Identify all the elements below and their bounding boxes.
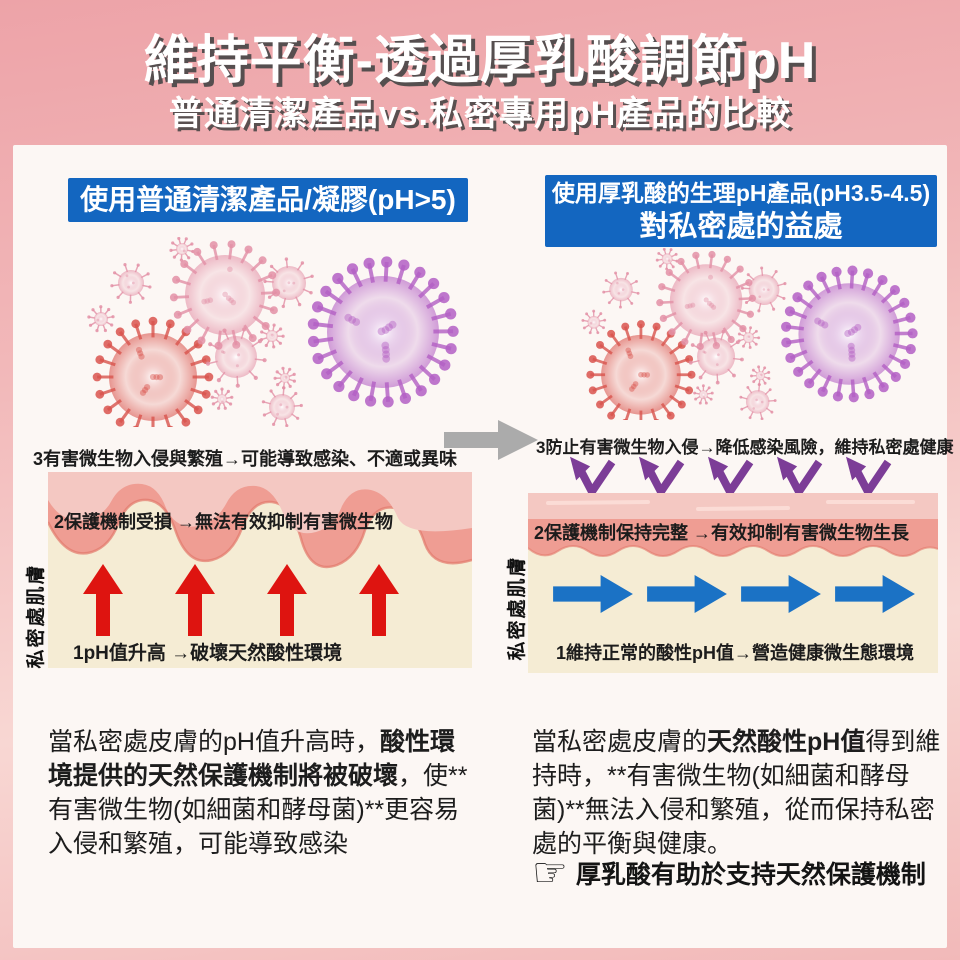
virus-illustration-left [53,236,473,438]
page-subtitle: 普通清潔產品vs.私密專用pH產品的比較 [168,95,792,133]
skin-layers-left [46,472,473,668]
skin-illustration-right: 2保護機制保持完整 →有效抑制有害微生物生長 1維持正常的酸性pH值→營造健康微… [527,493,939,673]
healthy-flow-arrows-row [553,575,915,615]
right-header-line2: 對私密處的益處 [639,211,843,243]
right-column-header: 使用厚乳酸的生理pH產品(pH3.5-4.5) 對私密處的益處 [545,175,937,247]
right-arrow-icon [553,575,633,615]
up-arrow-icon [359,564,399,636]
deflect-arrow-icon [839,456,895,501]
deflect-arrow-icon [563,456,619,501]
right-skin-vertical-label: 私密處肌膚 [507,555,528,661]
page-title: 維持平衡-透過厚乳酸調節pH [143,32,817,90]
up-arrow-icon [83,564,123,636]
up-arrow-icon [175,564,215,636]
right-step2-label: 2保護機制保持完整 →有效抑制有害微生物生長 [534,523,910,543]
comparison-arrow-icon [444,418,538,462]
right-summary-paragraph: 當私密處皮膚的天然酸性pH值得到維持時，**有害微生物(如細菌和酵母菌)**無法… [532,725,948,861]
right-arrow-icon [647,575,727,615]
skin-illustration-left: 2保護機制受損 →無法有效抑制有害微生物 1pH值升高 →破壞天然酸性環境 [46,472,473,668]
paragraph-segment: 當私密處皮膚的 [532,728,708,756]
right-arrow-icon [835,575,915,615]
footnote: ☞ 厚乳酸有助於支持天然保護機制 [532,850,926,896]
right-header-line1: 使用厚乳酸的生理pH產品(pH3.5-4.5) [551,180,931,206]
up-arrow-icon [267,564,307,636]
right-step3-label: 3防止有害微生物入侵→降低感染風險，維持私密處健康 [536,438,954,457]
paragraph-segment: 當私密處皮膚的pH值升高時， [48,728,380,756]
deflect-arrow-icon [770,456,826,501]
right-arrow-icon [741,575,821,615]
left-step2-label: 2保護機制受損 →無法有效抑制有害微生物 [54,512,394,532]
right-step1-label: 1維持正常的酸性pH值→營造健康微生態環境 [556,643,915,663]
left-step3-label: 3有害微生物入侵與繁殖→可能導致感染、不適或異味 [33,449,458,469]
virus-illustration-right [538,247,943,430]
deflect-arrow-icon [632,456,688,501]
pointing-hand-icon: ☞ [532,850,568,896]
skin-layers-right [527,493,939,673]
deflect-arrow-icon [701,456,757,501]
left-summary-paragraph: 當私密處皮膚的pH值升高時，酸性環境提供的天然保護機制將被破壞，使**有害微生物… [48,725,476,861]
deflect-arrows-row [563,456,895,500]
paragraph-segment: ，使**有害微生物(如細菌和酵母菌)**更容易入侵和繁殖，可能導致感染 [48,762,468,858]
left-step1-label: 1pH值升高 →破壞天然酸性環境 [73,643,343,664]
paragraph-segment: 酸性環境提供的天然保護機制將被破壞 [48,728,455,790]
footnote-text: 厚乳酸有助於支持天然保護機制 [575,861,926,889]
ph-rise-arrows-row [83,564,399,636]
paragraph-segment: 天然酸性pH值 [707,728,866,756]
paragraph-segment: 得到維持時，**有害微生物(如細菌和酵母菌)**無法入侵和繁殖，從而保持私密處的… [532,728,941,858]
left-column-header: 使用普通清潔產品/凝膠(pH>5) [68,178,468,222]
left-skin-vertical-label: 私密處肌膚 [26,563,47,669]
comparison-panel: 使用普通清潔產品/凝膠(pH>5) 使用厚乳酸的生理pH產品(pH3.5-4.5… [13,145,953,948]
